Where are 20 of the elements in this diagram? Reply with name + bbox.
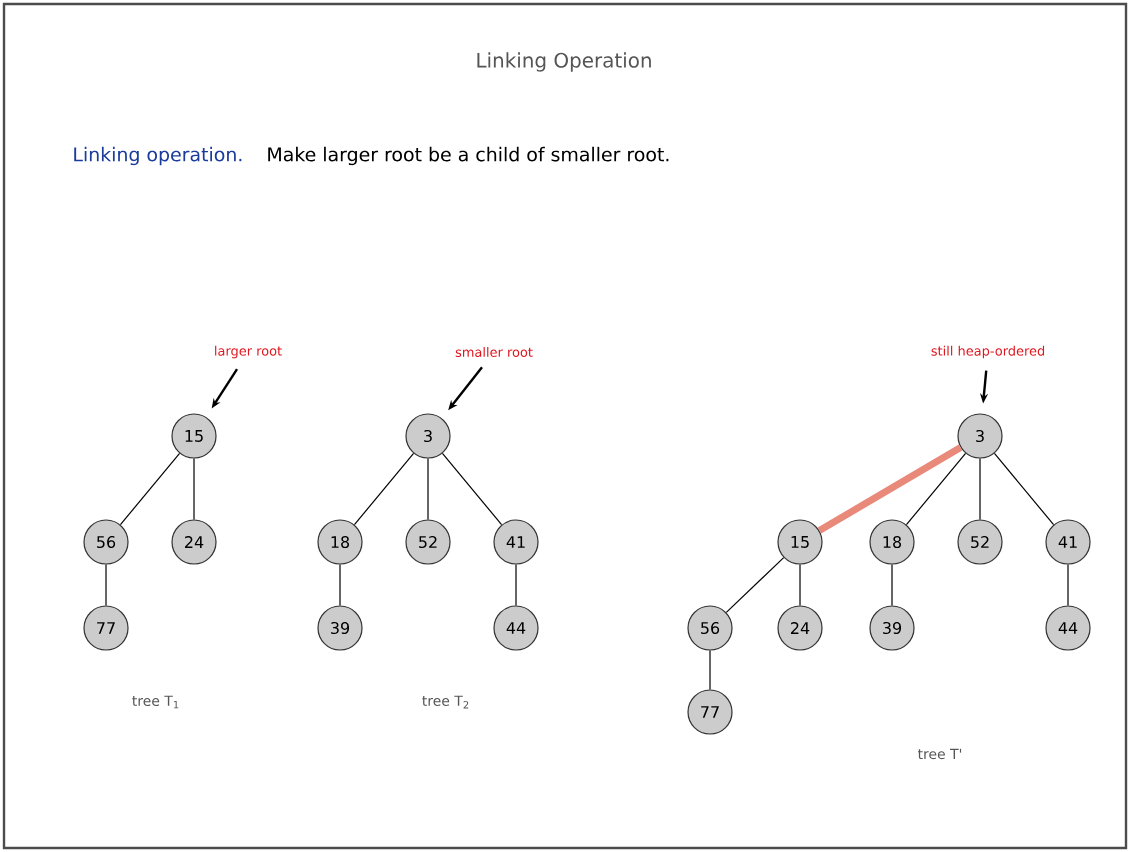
tree-edge bbox=[799, 564, 801, 606]
tree-edge bbox=[993, 452, 1055, 526]
body-text: Make larger root be a child of smaller root. bbox=[268, 146, 669, 166]
tree-edge bbox=[119, 452, 181, 526]
tree-edge bbox=[817, 444, 963, 534]
tree-edge bbox=[339, 564, 341, 606]
tree-edge bbox=[105, 564, 107, 606]
tree-edge bbox=[193, 458, 195, 520]
tree-edge bbox=[353, 452, 415, 526]
heading-text: Linking operation. bbox=[74, 146, 242, 166]
tree-edge bbox=[515, 564, 517, 606]
tree-edge bbox=[1067, 564, 1069, 606]
tree-edge bbox=[441, 452, 503, 526]
tree-edge bbox=[891, 564, 893, 606]
tree-edge bbox=[427, 458, 429, 520]
tree-edge bbox=[905, 452, 967, 526]
tree-edge bbox=[709, 650, 711, 690]
tree-edge bbox=[725, 557, 785, 613]
slide-title: Linking Operation bbox=[477, 52, 651, 72]
tree-edge bbox=[979, 458, 981, 520]
